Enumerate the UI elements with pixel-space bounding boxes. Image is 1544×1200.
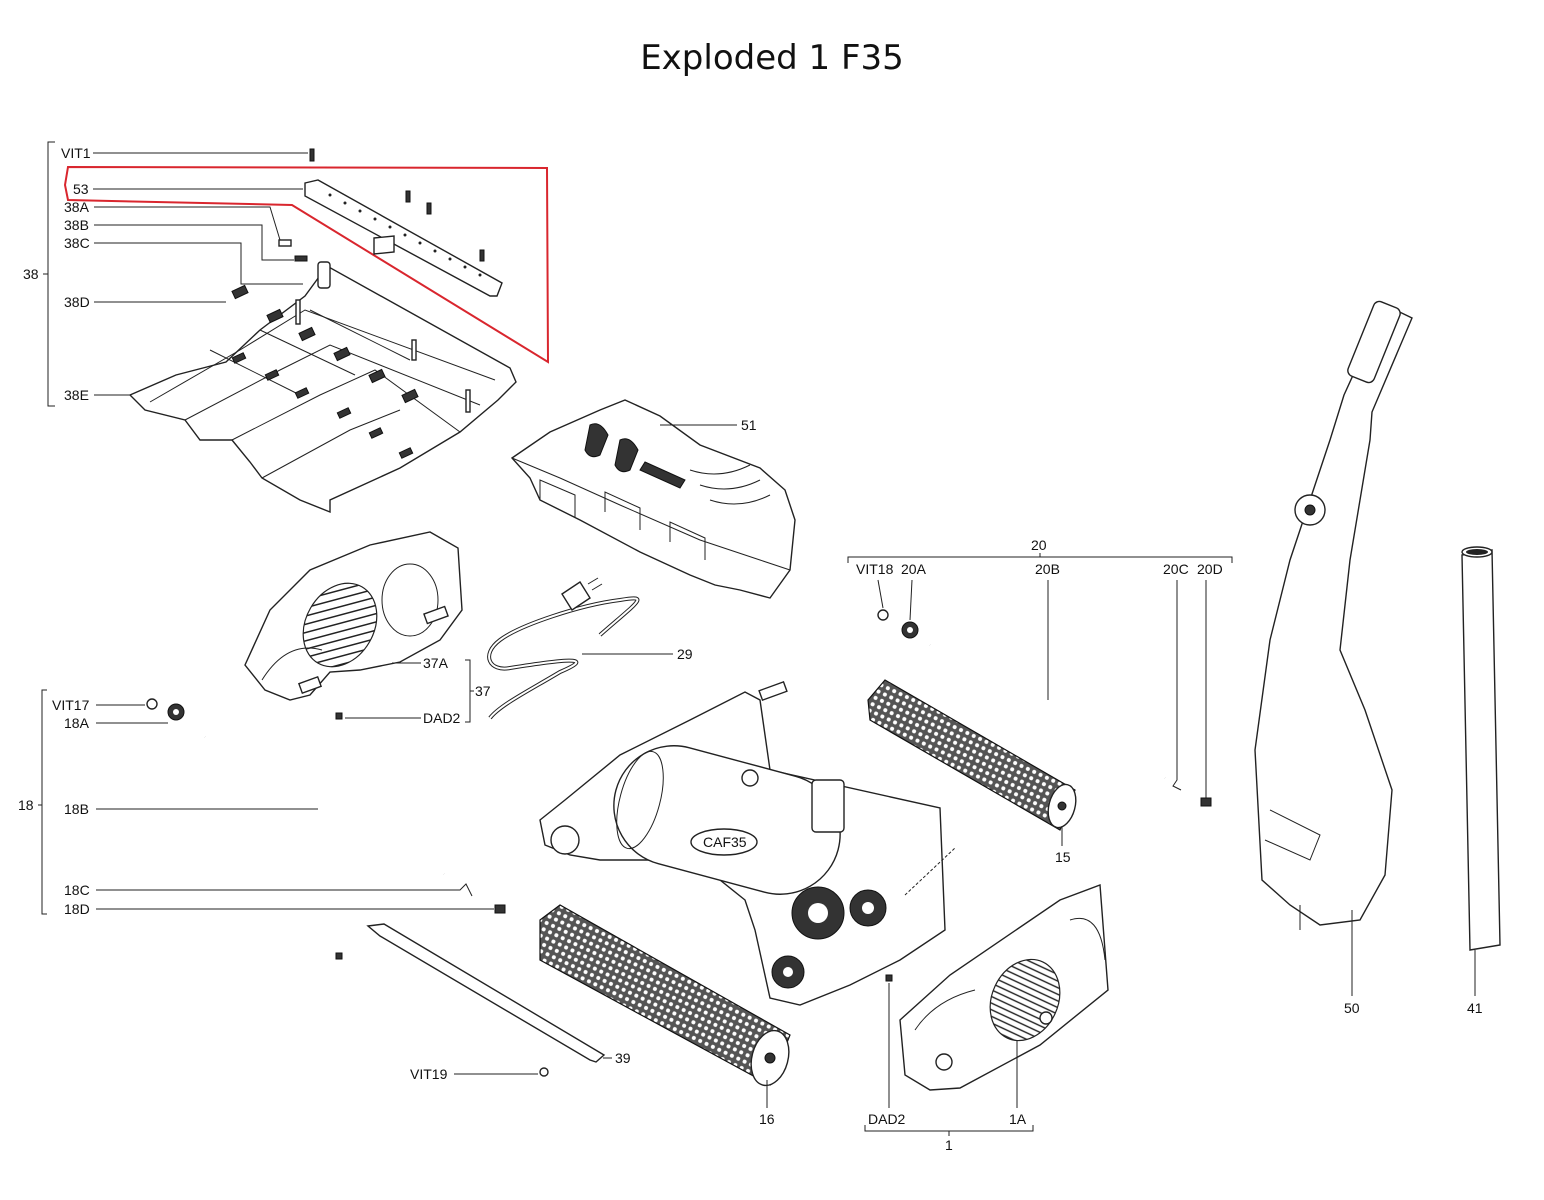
label-38b: 38B — [64, 217, 89, 233]
label-20b: 20B — [1035, 561, 1060, 577]
part-51-hopper — [510, 399, 796, 599]
group-20 — [847, 553, 1233, 846]
label-38: 38 — [23, 266, 39, 282]
page-title: Exploded 1 F35 — [640, 38, 904, 78]
label-20: 20 — [1031, 537, 1047, 553]
bracket-38 — [47, 141, 55, 407]
part-53-holes — [328, 193, 482, 277]
part-29-cord — [487, 577, 673, 720]
callout-labels: VIT1 53 38A 38B 38C 38 38D 38E 51 20 VIT… — [18, 145, 1483, 1153]
label-dad2-bottom: DAD2 — [868, 1111, 906, 1127]
label-38a: 38A — [64, 199, 90, 215]
label-18d: 18D — [64, 901, 90, 917]
group-1 — [864, 884, 1109, 1136]
label-38d: 38D — [64, 294, 90, 310]
group-18 — [38, 689, 506, 915]
label-38e: 38E — [64, 387, 89, 403]
label-41: 41 — [1467, 1000, 1483, 1016]
label-38c: 38C — [64, 235, 90, 251]
label-18: 18 — [18, 797, 34, 813]
label-20d: 20D — [1197, 561, 1223, 577]
group-38 — [43, 141, 550, 514]
part-53-clip — [373, 235, 395, 255]
label-20a: 20A — [901, 561, 927, 577]
label-20c: 20C — [1163, 561, 1189, 577]
label-18b: 18B — [64, 801, 89, 817]
spring-38b — [294, 255, 308, 262]
label-dad2-top: DAD2 — [423, 710, 461, 726]
label-caf35: CAF35 — [703, 834, 747, 850]
label-29: 29 — [677, 646, 693, 662]
label-16: 16 — [759, 1111, 775, 1127]
label-37: 37 — [475, 683, 491, 699]
label-39: 39 — [615, 1050, 631, 1066]
brush-16 — [539, 904, 791, 1108]
label-50: 50 — [1344, 1000, 1360, 1016]
screw-vit1 — [309, 148, 315, 162]
label-15: 15 — [1055, 849, 1071, 865]
label-vit1: VIT1 — [61, 145, 91, 161]
part-41-tube — [1461, 546, 1501, 996]
label-1: 1 — [945, 1137, 953, 1153]
tray-latches — [231, 284, 419, 459]
label-53: 53 — [73, 181, 89, 197]
motor-chassis — [539, 680, 956, 1006]
label-18c: 18C — [64, 882, 90, 898]
label-1a: 1A — [1009, 1111, 1027, 1127]
label-vit18: VIT18 — [856, 561, 894, 577]
tray-38e — [128, 265, 517, 514]
label-vit17: VIT17 — [52, 697, 90, 713]
label-18a: 18A — [64, 715, 90, 731]
pin-38a — [278, 239, 292, 247]
label-37a: 37A — [423, 655, 449, 671]
label-vit19: VIT19 — [410, 1066, 448, 1082]
part-53-bar — [304, 179, 503, 297]
part-50-handle — [1254, 300, 1413, 996]
highlight-outline — [63, 165, 550, 364]
label-51: 51 — [741, 417, 757, 433]
part-37-cover — [244, 531, 474, 723]
part-39-bracket — [335, 923, 612, 1077]
